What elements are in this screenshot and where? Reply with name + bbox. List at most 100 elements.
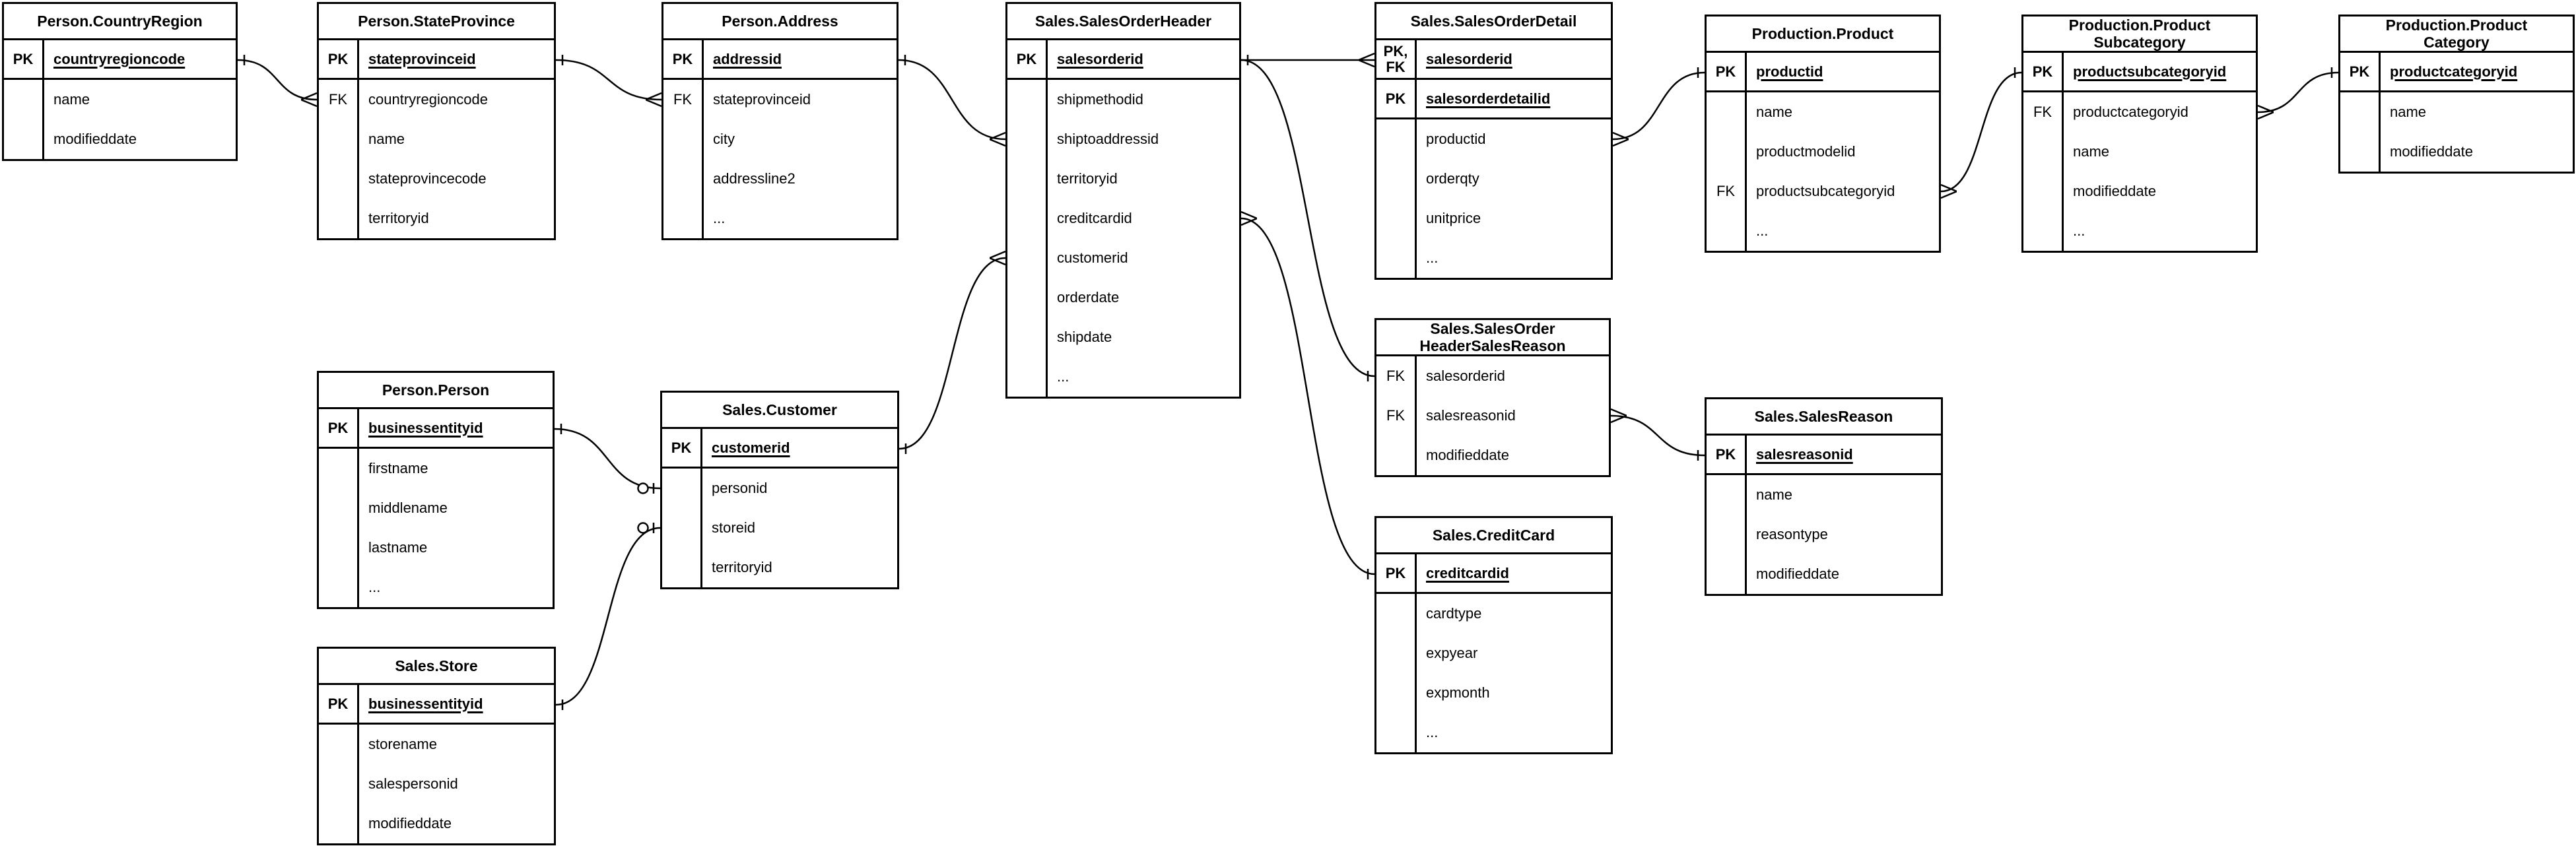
field-row-unitprice: unitprice	[1376, 199, 1611, 238]
field-row-creditcardid: creditcardid	[1007, 199, 1239, 238]
key-column-divider	[1415, 356, 1417, 475]
field-name: storename	[368, 736, 437, 752]
field-name: productsubcategoryid	[2073, 63, 2227, 80]
key-badge: FK	[673, 91, 693, 108]
relationship-person-person-businessentityid	[554, 424, 661, 494]
table-title: Sales.Customer	[662, 393, 897, 429]
table-title: Person.CountryRegion	[4, 4, 236, 40]
field-name: businessentityid	[368, 695, 483, 712]
table-title: Person.Person	[319, 373, 553, 409]
field-row-etc: ...	[2023, 211, 2256, 251]
key-column-divider	[357, 409, 359, 607]
key-column-divider	[700, 429, 702, 587]
field-name: productid	[1756, 63, 1823, 80]
key-badge: FK	[1386, 407, 1406, 424]
field-name: salesorderid	[1426, 50, 1512, 67]
field-row-modifieddate: modifieddate	[2340, 132, 2573, 172]
relationship-sales-customer-customerid	[898, 258, 1005, 449]
field-name: businessentityid	[368, 419, 483, 436]
field-row-modifieddate: modifieddate	[4, 119, 236, 159]
field-name: stateprovincecode	[368, 170, 487, 187]
field-row-salesorderdetailid: PK salesorderdetailid	[1376, 80, 1611, 119]
field-row-salesorderid: PK, FK salesorderid	[1376, 40, 1611, 80]
field-name: orderdate	[1057, 289, 1120, 306]
field-row-name: name	[2340, 92, 2573, 132]
field-name: territoryid	[1057, 170, 1118, 187]
field-row-territoryid: territoryid	[319, 199, 554, 238]
field-row-cardtype: cardtype	[1376, 594, 1611, 634]
field-name: salesorderdetailid	[1426, 90, 1551, 107]
relationship-sales-salesorderheader-creditcardid	[1241, 218, 1375, 574]
field-name: modifieddate	[2390, 143, 2473, 160]
table-title: Sales.SalesOrderDetail	[1376, 4, 1611, 40]
field-row-etc: ...	[1376, 238, 1611, 278]
field-name: ...	[2073, 222, 2085, 239]
relationship-person-address-addressid	[898, 60, 1005, 139]
field-name: personid	[712, 480, 768, 496]
field-name: productmodelid	[1756, 143, 1856, 160]
field-name: creditcardid	[1426, 564, 1509, 581]
key-badge: PK	[1016, 50, 1037, 67]
key-badge: PK, FK	[1383, 42, 1408, 75]
field-name: productcategoryid	[2073, 104, 2188, 120]
key-column-divider	[357, 685, 359, 843]
field-name: ...	[713, 210, 726, 226]
field-name: countryregioncode	[53, 50, 186, 67]
field-name: name	[2390, 104, 2427, 120]
field-name: territoryid	[368, 210, 429, 226]
field-name: name	[53, 91, 90, 108]
table-title: Sales.SalesReason	[1707, 399, 1941, 436]
field-row-productmodelid: productmodelid	[1707, 132, 1939, 172]
field-name: name	[1756, 486, 1793, 503]
key-badge: PK	[13, 50, 34, 67]
field-row-shiptoaddressid: shiptoaddressid	[1007, 119, 1239, 159]
field-name: modifieddate	[2073, 183, 2156, 199]
field-name: salesreasonid	[1426, 407, 1516, 424]
field-name: reasontype	[1756, 526, 1828, 542]
field-row-reasontype: reasontype	[1707, 515, 1941, 554]
field-row-expyear: expyear	[1376, 634, 1611, 673]
field-row-salespersonid: salespersonid	[319, 764, 554, 804]
field-row-territoryid: territoryid	[1007, 159, 1239, 199]
field-name: ...	[368, 579, 381, 595]
table-title: Production.Product Category	[2340, 16, 2573, 53]
key-badge: PK	[1385, 564, 1406, 581]
key-column-divider	[1745, 436, 1747, 594]
field-row-storeid: storeid	[662, 508, 897, 548]
field-row-shipmethodid: shipmethodid	[1007, 80, 1239, 119]
field-row-customerid: customerid	[1007, 238, 1239, 278]
field-name: storeid	[712, 519, 756, 536]
key-column-divider	[1046, 40, 1048, 397]
field-row-stateprovincecode: stateprovincecode	[319, 159, 554, 199]
field-name: ...	[1426, 249, 1439, 266]
relationship-sales-salesorderheader-salesorderid	[1240, 59, 1375, 381]
field-row-etc: ...	[1376, 713, 1611, 752]
field-row-name: name	[319, 119, 554, 159]
key-column-divider	[357, 40, 359, 238]
key-badge: PK	[672, 50, 693, 67]
field-row-name: name	[1707, 92, 1939, 132]
field-row-name: name	[2023, 132, 2256, 172]
key-column-divider	[1745, 53, 1747, 251]
field-name: salesreasonid	[1756, 445, 1853, 463]
field-row-name: name	[1707, 475, 1941, 515]
key-badge: FK	[1386, 368, 1406, 384]
field-name: name	[1756, 104, 1793, 120]
key-badge: PK	[1385, 90, 1406, 107]
field-row-territoryid: territoryid	[662, 548, 897, 587]
field-name: ...	[1756, 222, 1769, 239]
field-name: ...	[1057, 368, 1069, 385]
